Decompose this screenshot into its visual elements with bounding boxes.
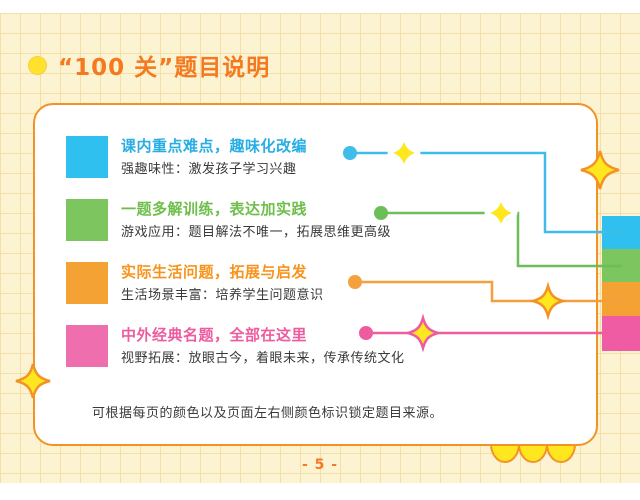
legend-row-text: 一题多解训练，表达加实践 游戏应用：题目解法不唯一，拓展思维更高级 bbox=[121, 199, 391, 241]
legend-row-orange: 实际生活问题，拓展与启发 生活场景丰富：培养学生问题意识 bbox=[66, 262, 324, 304]
legend-row-subtitle: 视野拓展：放眼古今，着眼未来，传承传统文化 bbox=[121, 351, 405, 366]
legend-row-pink: 中外经典名题，全部在这里 视野拓展：放眼古今，着眼未来，传承传统文化 bbox=[66, 325, 405, 367]
legend-row-subtitle: 强趣味性：激发孩子学习兴趣 bbox=[121, 162, 297, 177]
legend-row-text: 实际生活问题，拓展与启发 生活场景丰富：培养学生问题意识 bbox=[121, 262, 324, 304]
page-number: - 5 - bbox=[301, 457, 339, 473]
legend-row-title: 实际生活问题，拓展与启发 bbox=[121, 263, 308, 281]
legend-row-title: 课内重点难点，趣味化改编 bbox=[121, 137, 308, 155]
legend-row-green: 一题多解训练，表达加实践 游戏应用：题目解法不唯一，拓展思维更高级 bbox=[66, 199, 391, 241]
legend-row-blue: 课内重点难点，趣味化改编 强趣味性：激发孩子学习兴趣 bbox=[66, 136, 307, 178]
edge-tab-green bbox=[602, 249, 640, 282]
legend-row-subtitle: 生活场景丰富：培养学生问题意识 bbox=[121, 288, 324, 303]
page-title: “100 关”题目说明 bbox=[58, 55, 271, 81]
blue-color-swatch bbox=[66, 136, 108, 178]
page-header: “100 关”题目说明 bbox=[28, 48, 270, 82]
pink-color-swatch bbox=[66, 325, 108, 367]
edge-tab-blue bbox=[602, 216, 640, 249]
green-color-swatch bbox=[66, 199, 108, 241]
cloud-icon bbox=[489, 443, 577, 463]
legend-row-subtitle: 游戏应用：题目解法不唯一，拓展思维更高级 bbox=[121, 225, 392, 240]
legend-row-text: 中外经典名题，全部在这里 视野拓展：放眼古今，着眼未来，传承传统文化 bbox=[121, 325, 405, 367]
legend-row-text: 课内重点难点，趣味化改编 强趣味性：激发孩子学习兴趣 bbox=[121, 136, 307, 178]
edge-tab-pink bbox=[602, 316, 640, 351]
edge-tab-orange bbox=[602, 282, 640, 316]
legend-card: 课内重点难点，趣味化改编 强趣味性：激发孩子学习兴趣 一题多解训练，表达加实践 … bbox=[33, 103, 598, 446]
bullet-circle-icon bbox=[28, 55, 47, 75]
footer-note: 可根据每页的颜色以及页面左右侧颜色标识锁定题目来源。 bbox=[92, 406, 444, 421]
legend-row-title: 一题多解训练，表达加实践 bbox=[121, 200, 308, 218]
orange-color-swatch bbox=[66, 262, 108, 304]
legend-row-title: 中外经典名题，全部在这里 bbox=[121, 326, 308, 344]
